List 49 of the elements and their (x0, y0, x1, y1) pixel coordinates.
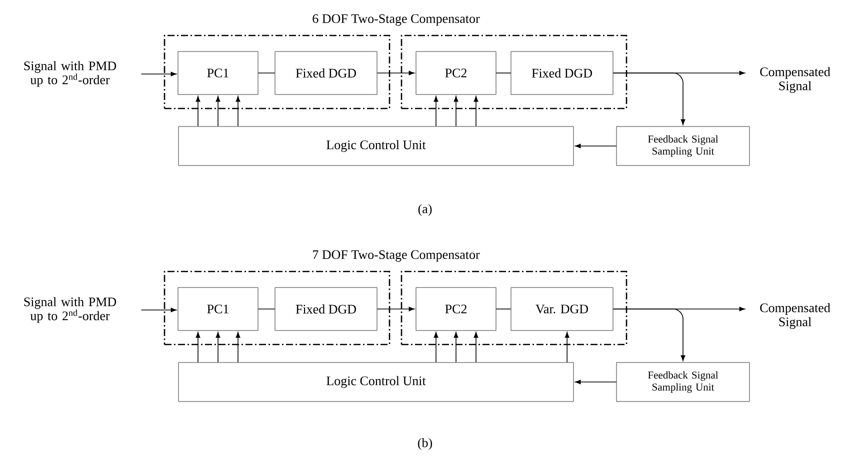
control-box: Logic Control Unit (178, 126, 574, 166)
arrow (575, 144, 617, 148)
stage-box (164, 270, 390, 346)
arrow (196, 332, 200, 363)
signal-text: Compensated Signal (760, 67, 830, 93)
control-box: Logic Control Unit (178, 362, 574, 402)
connector-line (496, 72, 512, 74)
arrow (612, 308, 686, 361)
stage-box (400, 270, 628, 346)
connector-line (496, 308, 512, 310)
arrow (236, 332, 240, 363)
process-box: Fixed DGD (274, 287, 378, 331)
process-box: Fixed DGD (510, 51, 614, 95)
arrow (196, 96, 200, 127)
arrow (434, 96, 438, 127)
stage-box (164, 34, 390, 110)
panel-label: (b) (418, 438, 432, 450)
signal-text: Compensated Signal (760, 303, 830, 329)
panel-label: (a) (418, 204, 432, 216)
process-box: PC1 (178, 287, 258, 331)
arrow (140, 72, 176, 76)
process-box: PC2 (416, 51, 496, 95)
stage-title: 6 DOF Two-Stage Compensator (312, 14, 480, 26)
arrow (454, 96, 458, 127)
arrow (612, 72, 686, 125)
signal-text: Signal with PMD up to 2$^{nd}$-order (24, 297, 116, 323)
arrow (216, 96, 220, 127)
arrow (376, 306, 414, 312)
sampling-box: Feedback Signal Sampling Unit (616, 362, 750, 402)
process-box: Fixed DGD (274, 51, 378, 95)
arrow (216, 332, 220, 363)
process-box: PC2 (416, 287, 496, 331)
process-box: Var. DGD (510, 287, 614, 331)
stage-box (400, 34, 628, 110)
arrow (236, 96, 240, 127)
arrow (474, 96, 478, 127)
arrow (434, 332, 438, 363)
connector-line (258, 308, 276, 310)
process-box: PC1 (178, 51, 258, 95)
arrow (376, 70, 414, 76)
arrow (140, 308, 176, 312)
connector-line (258, 72, 276, 74)
signal-text: Signal with PMD up to 2$^{nd}$-order (24, 61, 116, 87)
sampling-box: Feedback Signal Sampling Unit (616, 126, 750, 166)
stage-title: 7 DOF Two-Stage Compensator (313, 250, 480, 262)
arrow (564, 332, 570, 363)
arrow (474, 332, 478, 363)
arrow (575, 380, 617, 384)
arrow (454, 332, 458, 363)
